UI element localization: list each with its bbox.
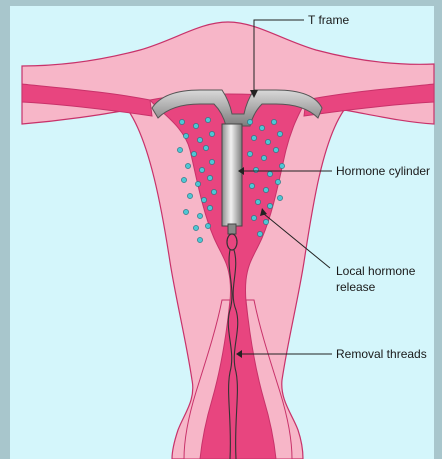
hormone-dot xyxy=(179,119,184,124)
label-hormone-cylinder: Hormone cylinder xyxy=(336,164,430,178)
hormone-dot xyxy=(191,151,196,156)
label-local-hormone-release-line2: release xyxy=(336,280,376,294)
hormone-dot xyxy=(251,215,256,220)
hormone-dot xyxy=(261,155,266,160)
hormone-dot xyxy=(193,225,198,230)
hormone-dot xyxy=(255,199,260,204)
hormone-dot xyxy=(199,167,204,172)
hormone-dot xyxy=(263,187,268,192)
hormone-dot xyxy=(277,195,282,200)
label-removal-threads: Removal threads xyxy=(336,347,427,361)
hormone-dot xyxy=(263,219,268,224)
hormone-dot xyxy=(257,231,262,236)
hormone-dot xyxy=(279,163,284,168)
hormone-dot xyxy=(181,177,186,182)
hormone-dot xyxy=(247,151,252,156)
hormone-dot xyxy=(277,131,282,136)
hormone-dot xyxy=(211,189,216,194)
hormone-dot xyxy=(205,223,210,228)
hormone-cylinder xyxy=(222,124,242,226)
hormone-dot xyxy=(207,205,212,210)
hormone-dot xyxy=(183,209,188,214)
hormone-dot xyxy=(265,139,270,144)
hormone-dot xyxy=(201,197,206,202)
hormone-dot xyxy=(187,193,192,198)
hormone-dot xyxy=(249,183,254,188)
hormone-dot xyxy=(253,167,258,172)
hormone-dot xyxy=(271,119,276,124)
hormone-dot xyxy=(197,137,202,142)
hormone-dot xyxy=(207,175,212,180)
hormone-dot xyxy=(203,145,208,150)
hormone-dot xyxy=(259,125,264,130)
t-frame-stem-tip xyxy=(228,224,236,234)
hormone-dot xyxy=(251,135,256,140)
hormone-dot xyxy=(267,171,272,176)
hormone-dot xyxy=(209,131,214,136)
hormone-dot xyxy=(209,159,214,164)
hormone-dot xyxy=(197,237,202,242)
hormone-dot xyxy=(267,203,272,208)
hormone-dot xyxy=(275,179,280,184)
label-local-hormone-release-line1: Local hormone xyxy=(336,264,416,278)
hormone-dot xyxy=(197,213,202,218)
hormone-dot xyxy=(247,119,252,124)
hormone-dot xyxy=(193,123,198,128)
hormone-dot xyxy=(195,181,200,186)
hormone-dot xyxy=(273,147,278,152)
hormone-dot xyxy=(177,147,182,152)
hormone-dot xyxy=(205,117,210,122)
hormone-dot xyxy=(183,133,188,138)
hormone-dot xyxy=(185,163,190,168)
label-t-frame: T frame xyxy=(308,13,349,27)
